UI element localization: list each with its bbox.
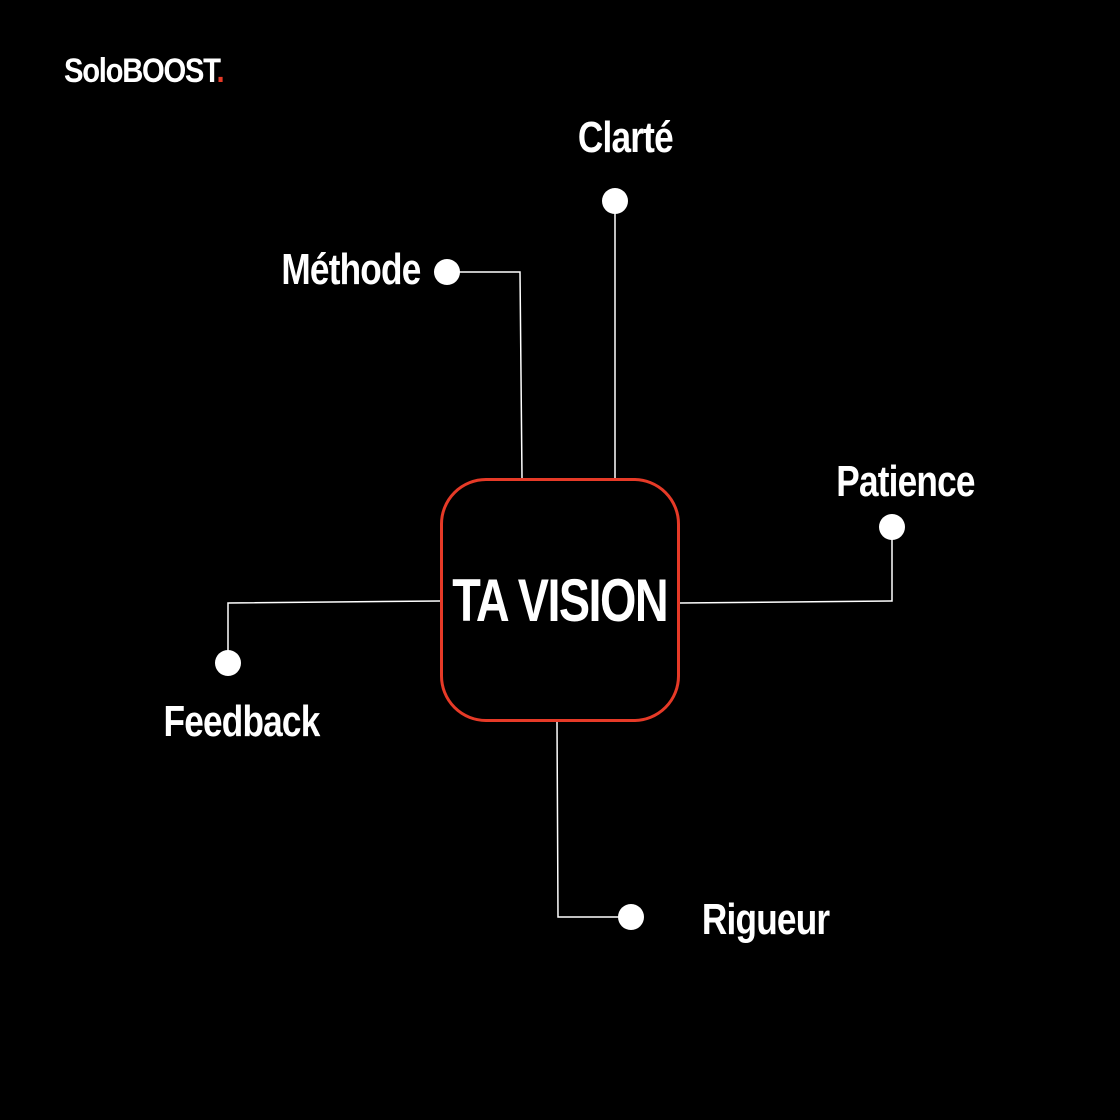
node-dot-feedback xyxy=(215,650,241,676)
center-label: TA VISION xyxy=(452,566,669,634)
brand-logo: SoloBOOST. xyxy=(64,52,225,91)
connector-feedback xyxy=(227,600,441,663)
node-label-patience: Patience xyxy=(836,457,975,506)
node-label-methode: Méthode xyxy=(281,245,421,294)
node-dot-patience xyxy=(879,514,905,540)
node-label-feedback: Feedback xyxy=(163,697,320,746)
node-dot-methode xyxy=(434,259,460,285)
brand-dot: . xyxy=(216,52,224,90)
node-dot-rigueur xyxy=(618,904,644,930)
node-label-clarte: Clarté xyxy=(577,113,674,162)
node-dot-clarte xyxy=(602,188,628,214)
center-node: TA VISION xyxy=(440,478,680,722)
connector-rigueur xyxy=(556,721,631,918)
node-label-rigueur: Rigueur xyxy=(701,895,830,944)
connector-methode xyxy=(447,271,523,479)
brand-name: SoloBOOST xyxy=(64,52,218,90)
connector-patience xyxy=(679,527,893,604)
